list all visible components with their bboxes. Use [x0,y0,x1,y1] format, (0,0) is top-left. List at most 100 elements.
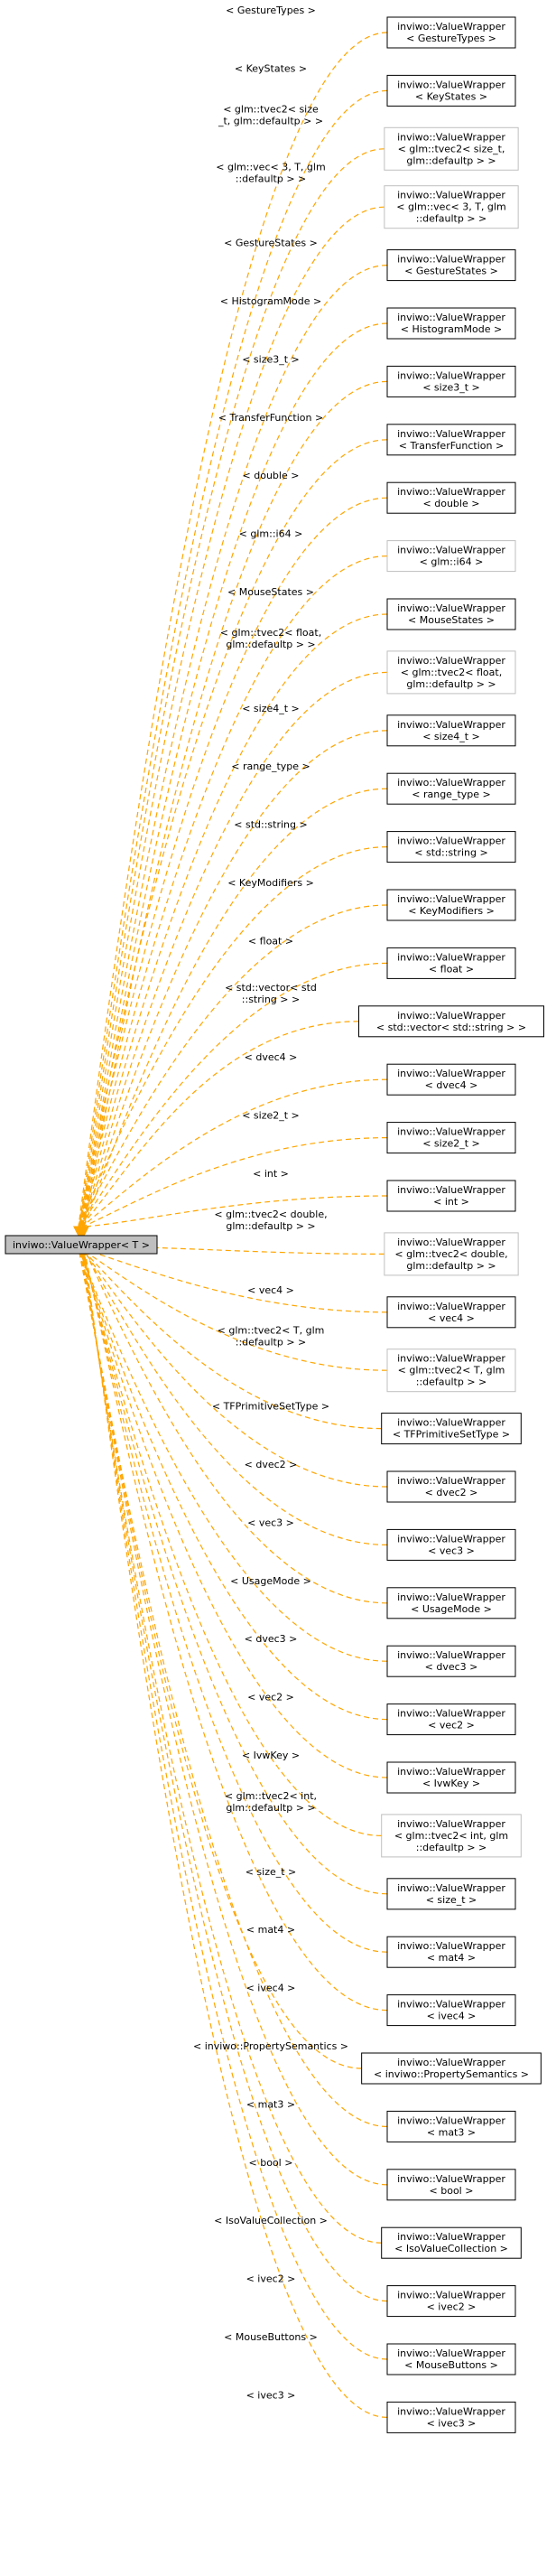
class-name[interactable]: inviwo::ValueWrapper< MouseButtons > [397,2347,505,2371]
class-box[interactable] [386,1994,516,2027]
class-name[interactable]: inviwo::ValueWrapper< dvec3 > [397,1649,505,1673]
class-name[interactable]: inviwo::ValueWrapper< GestureStates > [397,254,505,277]
class-box[interactable] [384,185,519,229]
class-name[interactable]: inviwo::ValueWrapper< vec3 > [397,1533,505,1556]
class-box[interactable] [386,2110,516,2142]
class-box[interactable] [381,2226,522,2259]
class-name[interactable]: inviwo::ValueWrapper< GestureTypes > [397,21,505,44]
class-box[interactable] [386,1936,516,1968]
class-name[interactable]: inviwo::ValueWrapper< HistogramMode > [397,312,505,335]
derived-class-node[interactable]: inviwo::ValueWrapper< glm::tvec2< double… [384,1232,519,1276]
class-box[interactable] [386,1470,516,1503]
class-name[interactable]: inviwo::ValueWrapper< TFPrimitiveSetType… [393,1417,510,1441]
derived-class-node[interactable]: inviwo::ValueWrapper< double > [386,481,516,514]
class-name[interactable]: inviwo::ValueWrapper< MouseStates > [397,602,505,626]
class-box[interactable] [386,2285,516,2318]
derived-class-node[interactable]: inviwo::ValueWrapper< KeyStates > [386,74,516,107]
derived-class-node[interactable]: inviwo::ValueWrapper< dvec4 > [386,1063,516,1096]
derived-class-node[interactable]: inviwo::ValueWrapper< int > [386,1180,516,1212]
class-name[interactable]: inviwo::ValueWrapper< int > [397,1184,505,1208]
class-box[interactable] [386,2401,516,2433]
class-name[interactable]: inviwo::ValueWrapper< dvec2 > [397,1475,505,1498]
class-box[interactable] [386,598,516,630]
derived-class-node[interactable]: inviwo::ValueWrapper< std::vector< std::… [358,1005,544,1038]
derived-class-node[interactable]: inviwo::ValueWrapper< MouseButtons > [386,2343,516,2375]
class-name[interactable]: inviwo::ValueWrapper< size3_t > [397,369,505,393]
derived-class-node[interactable]: inviwo::ValueWrapper< glm::i64 > [386,540,516,573]
derived-class-node[interactable]: inviwo::ValueWrapper< MouseStates > [386,598,516,630]
class-box[interactable] [386,249,516,282]
derived-class-node[interactable]: inviwo::ValueWrapper< IsoValueCollection… [381,2226,522,2259]
class-box[interactable] [386,2169,516,2201]
derived-class-node[interactable]: inviwo::ValueWrapper< TransferFunction > [386,424,516,456]
class-name[interactable]: inviwo::ValueWrapper< ivec3 > [397,2405,505,2429]
derived-class-node[interactable]: inviwo::ValueWrapper< glm::tvec2< size_t… [384,126,519,171]
class-box[interactable] [386,772,516,805]
derived-class-node[interactable]: inviwo::ValueWrapper< vec2 > [386,1703,516,1736]
derived-class-node[interactable]: inviwo::ValueWrapper< float > [386,947,516,979]
class-name[interactable]: inviwo::ValueWrapper< IvwKey > [397,1766,505,1789]
derived-class-node[interactable]: inviwo::ValueWrapper< ivec3 > [386,2401,516,2433]
base-class-node[interactable]: inviwo::ValueWrapper< T > [5,1235,158,1255]
derived-class-node[interactable]: inviwo::ValueWrapper< size2_t > [386,1122,516,1154]
class-box[interactable] [386,1645,516,1677]
class-box[interactable] [386,831,516,863]
class-box[interactable] [358,1005,544,1038]
class-name[interactable]: inviwo::ValueWrapper< glm::tvec2< float,… [397,655,505,690]
class-name[interactable]: inviwo::ValueWrapper< KeyStates > [397,79,505,102]
class-name[interactable]: inviwo::ValueWrapper< UsageMode > [397,1591,505,1615]
class-name[interactable]: inviwo::ValueWrapper< glm::tvec2< int, g… [394,1818,508,1853]
class-box[interactable] [386,1761,516,1794]
class-box[interactable] [386,1296,516,1329]
class-box[interactable] [381,1413,522,1445]
derived-class-node[interactable]: inviwo::ValueWrapper< range_type > [386,772,516,805]
class-name[interactable]: inviwo::ValueWrapper< std::string > [397,835,505,859]
derived-class-node[interactable]: inviwo::ValueWrapper< UsageMode > [386,1587,516,1619]
derived-class-node[interactable]: inviwo::ValueWrapper< TFPrimitiveSetType… [381,1413,522,1445]
class-name[interactable]: inviwo::ValueWrapper< glm::tvec2< size_t… [397,131,505,166]
derived-class-node[interactable]: inviwo::ValueWrapper< ivec4 > [386,1994,516,2027]
derived-class-node[interactable]: inviwo::ValueWrapper< vec4 > [386,1296,516,1329]
class-box[interactable] [386,714,516,747]
base-class-label[interactable]: inviwo::ValueWrapper< T > [13,1239,150,1251]
class-name[interactable]: inviwo::ValueWrapper< mat4 > [397,1940,505,1964]
class-box[interactable] [386,1587,516,1619]
class-box[interactable] [386,1180,516,1212]
class-box[interactable] [386,424,516,456]
derived-class-node[interactable]: inviwo::ValueWrapper< glm::vec< 3, T, gl… [384,185,519,229]
class-name[interactable]: inviwo::ValueWrapper< size_t > [397,1882,505,1906]
class-name[interactable]: inviwo::ValueWrapper< glm::vec< 3, T, gl… [396,190,505,225]
class-name[interactable]: inviwo::ValueWrapper< dvec4 > [397,1068,505,1091]
derived-class-node[interactable]: inviwo::ValueWrapper< GestureStates > [386,249,516,282]
class-name[interactable]: inviwo::ValueWrapper< vec2 > [397,1708,505,1731]
class-box[interactable] [386,889,516,921]
class-box[interactable] [386,16,516,49]
class-name[interactable]: inviwo::ValueWrapper< bool > [397,2173,505,2197]
class-box[interactable] [386,1063,516,1096]
class-box[interactable] [386,481,516,514]
class-name[interactable]: inviwo::ValueWrapper< vec4 > [397,1301,505,1324]
class-box[interactable] [386,1703,516,1736]
derived-class-node[interactable]: inviwo::ValueWrapper< mat3 > [386,2110,516,2142]
class-box[interactable] [386,1878,516,1910]
class-name[interactable]: inviwo::ValueWrapper< inviwo::PropertySe… [374,2057,529,2080]
class-box[interactable] [384,1232,519,1276]
class-name[interactable]: inviwo::ValueWrapper< KeyModifiers > [397,893,505,917]
derived-class-node[interactable]: inviwo::ValueWrapper< KeyModifiers > [386,889,516,921]
class-box[interactable] [386,1349,516,1393]
derived-class-node[interactable]: inviwo::ValueWrapper< vec3 > [386,1528,516,1561]
class-name[interactable]: inviwo::ValueWrapper< glm::tvec2< double… [394,1237,507,1272]
class-box[interactable] [384,126,519,171]
class-name[interactable]: inviwo::ValueWrapper< IsoValueCollection… [394,2231,508,2254]
class-name[interactable]: inviwo::ValueWrapper< ivec2 > [397,2290,505,2313]
derived-class-node[interactable]: inviwo::ValueWrapper< ivec2 > [386,2285,516,2318]
class-box[interactable] [386,365,516,397]
derived-class-node[interactable]: inviwo::ValueWrapper< mat4 > [386,1936,516,1968]
class-box[interactable] [386,650,516,695]
derived-class-node[interactable]: inviwo::ValueWrapper< IvwKey > [386,1761,516,1794]
base-class-box[interactable] [5,1235,158,1255]
derived-class-node[interactable]: inviwo::ValueWrapper< size_t > [386,1878,516,1910]
class-box[interactable] [386,540,516,573]
class-name[interactable]: inviwo::ValueWrapper< std::vector< std::… [376,1010,526,1033]
derived-class-node[interactable]: inviwo::ValueWrapper< glm::tvec2< T, glm… [386,1349,516,1393]
